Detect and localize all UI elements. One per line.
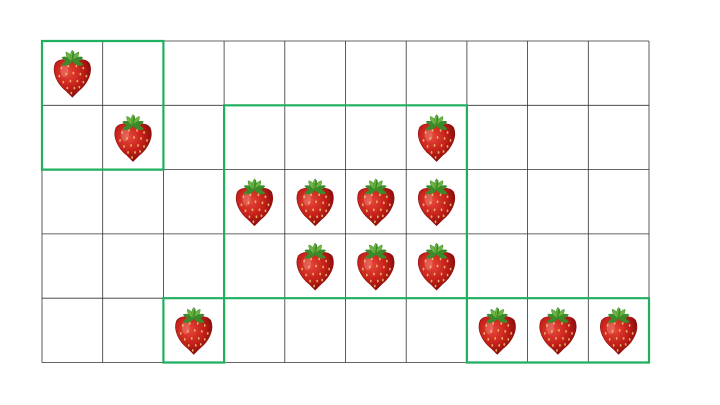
strawberry-icon	[418, 178, 456, 227]
grid-cell-r1-c7[interactable]	[466, 105, 528, 170]
highlight-groups	[40, 39, 651, 364]
grid-cell-r1-c0[interactable]	[42, 105, 103, 170]
grid-cell-r3-c3[interactable]	[224, 233, 285, 299]
strawberry-icon	[357, 242, 395, 291]
highlight-group-2	[223, 104, 468, 300]
grid-cell-r1-c3[interactable]	[224, 105, 285, 170]
grid-cell-r3-c7[interactable]	[466, 233, 528, 299]
grid-cell-r0-c8[interactable]	[527, 41, 589, 106]
grid-cell-r0-c4[interactable]	[284, 41, 346, 106]
strawberry-icon	[235, 178, 273, 227]
grid-cell-r1-c9[interactable]	[588, 105, 649, 170]
grid-cell-r3-c1[interactable]	[102, 233, 164, 299]
grid-cell-r2-c2[interactable]	[163, 169, 225, 234]
grid-cell-r0-c7[interactable]	[466, 41, 528, 106]
grid-cell-r2-c8[interactable]	[527, 169, 589, 234]
highlight-group-1	[40, 39, 165, 171]
grid-cell-r4-c4[interactable]	[284, 298, 346, 363]
grid-cell-r0-c5[interactable]	[345, 41, 407, 106]
strawberry-icon	[418, 114, 456, 162]
strawberry-icon	[53, 49, 91, 98]
strawberry-icon	[175, 306, 213, 355]
grid-cell-r0-c2[interactable]	[163, 41, 225, 106]
highlight-group-3	[162, 297, 226, 364]
grid-cell-r2-c1[interactable]	[102, 169, 164, 234]
strawberry-icon	[539, 306, 577, 355]
grid-cell-r0-c3[interactable]	[224, 41, 285, 106]
grid-cell-r1-c5[interactable]	[345, 105, 407, 170]
grid-cell-r3-c0[interactable]	[42, 233, 103, 299]
grid-cell-r3-c9[interactable]	[588, 233, 649, 299]
grid-cell-r4-c6[interactable]	[406, 298, 467, 363]
grid-cell-r2-c9[interactable]	[588, 169, 649, 234]
grid-cell-r3-c8[interactable]	[527, 233, 589, 299]
grid-cell-r1-c8[interactable]	[527, 105, 589, 170]
grid-cell-r0-c9[interactable]	[588, 41, 649, 106]
strawberry-icon	[296, 242, 334, 291]
grid-cell-r2-c7[interactable]	[466, 169, 528, 234]
grid-cell-r4-c0[interactable]	[42, 298, 103, 363]
grid-cell-r4-c1[interactable]	[102, 298, 164, 363]
strawberry-icon	[114, 114, 152, 162]
grid-cell-r2-c0[interactable]	[42, 169, 103, 234]
strawberry-icon	[296, 178, 334, 227]
strawberry-icon	[478, 306, 516, 355]
strawberries	[53, 49, 638, 355]
highlight-group-4	[465, 297, 651, 364]
strawberry-icon	[600, 306, 638, 355]
strawberry-icon	[357, 178, 395, 227]
grid-cell-r4-c5[interactable]	[345, 298, 407, 363]
grid-cell-r4-c3[interactable]	[224, 298, 285, 363]
grid-cell-r1-c4[interactable]	[284, 105, 346, 170]
strawberry-icon	[418, 242, 456, 291]
grid-cell-r1-c2[interactable]	[163, 105, 225, 170]
grid-cell-r3-c2[interactable]	[163, 233, 225, 299]
grid-cell-r0-c1[interactable]	[102, 41, 164, 106]
grid-cell-r0-c6[interactable]	[406, 41, 467, 106]
